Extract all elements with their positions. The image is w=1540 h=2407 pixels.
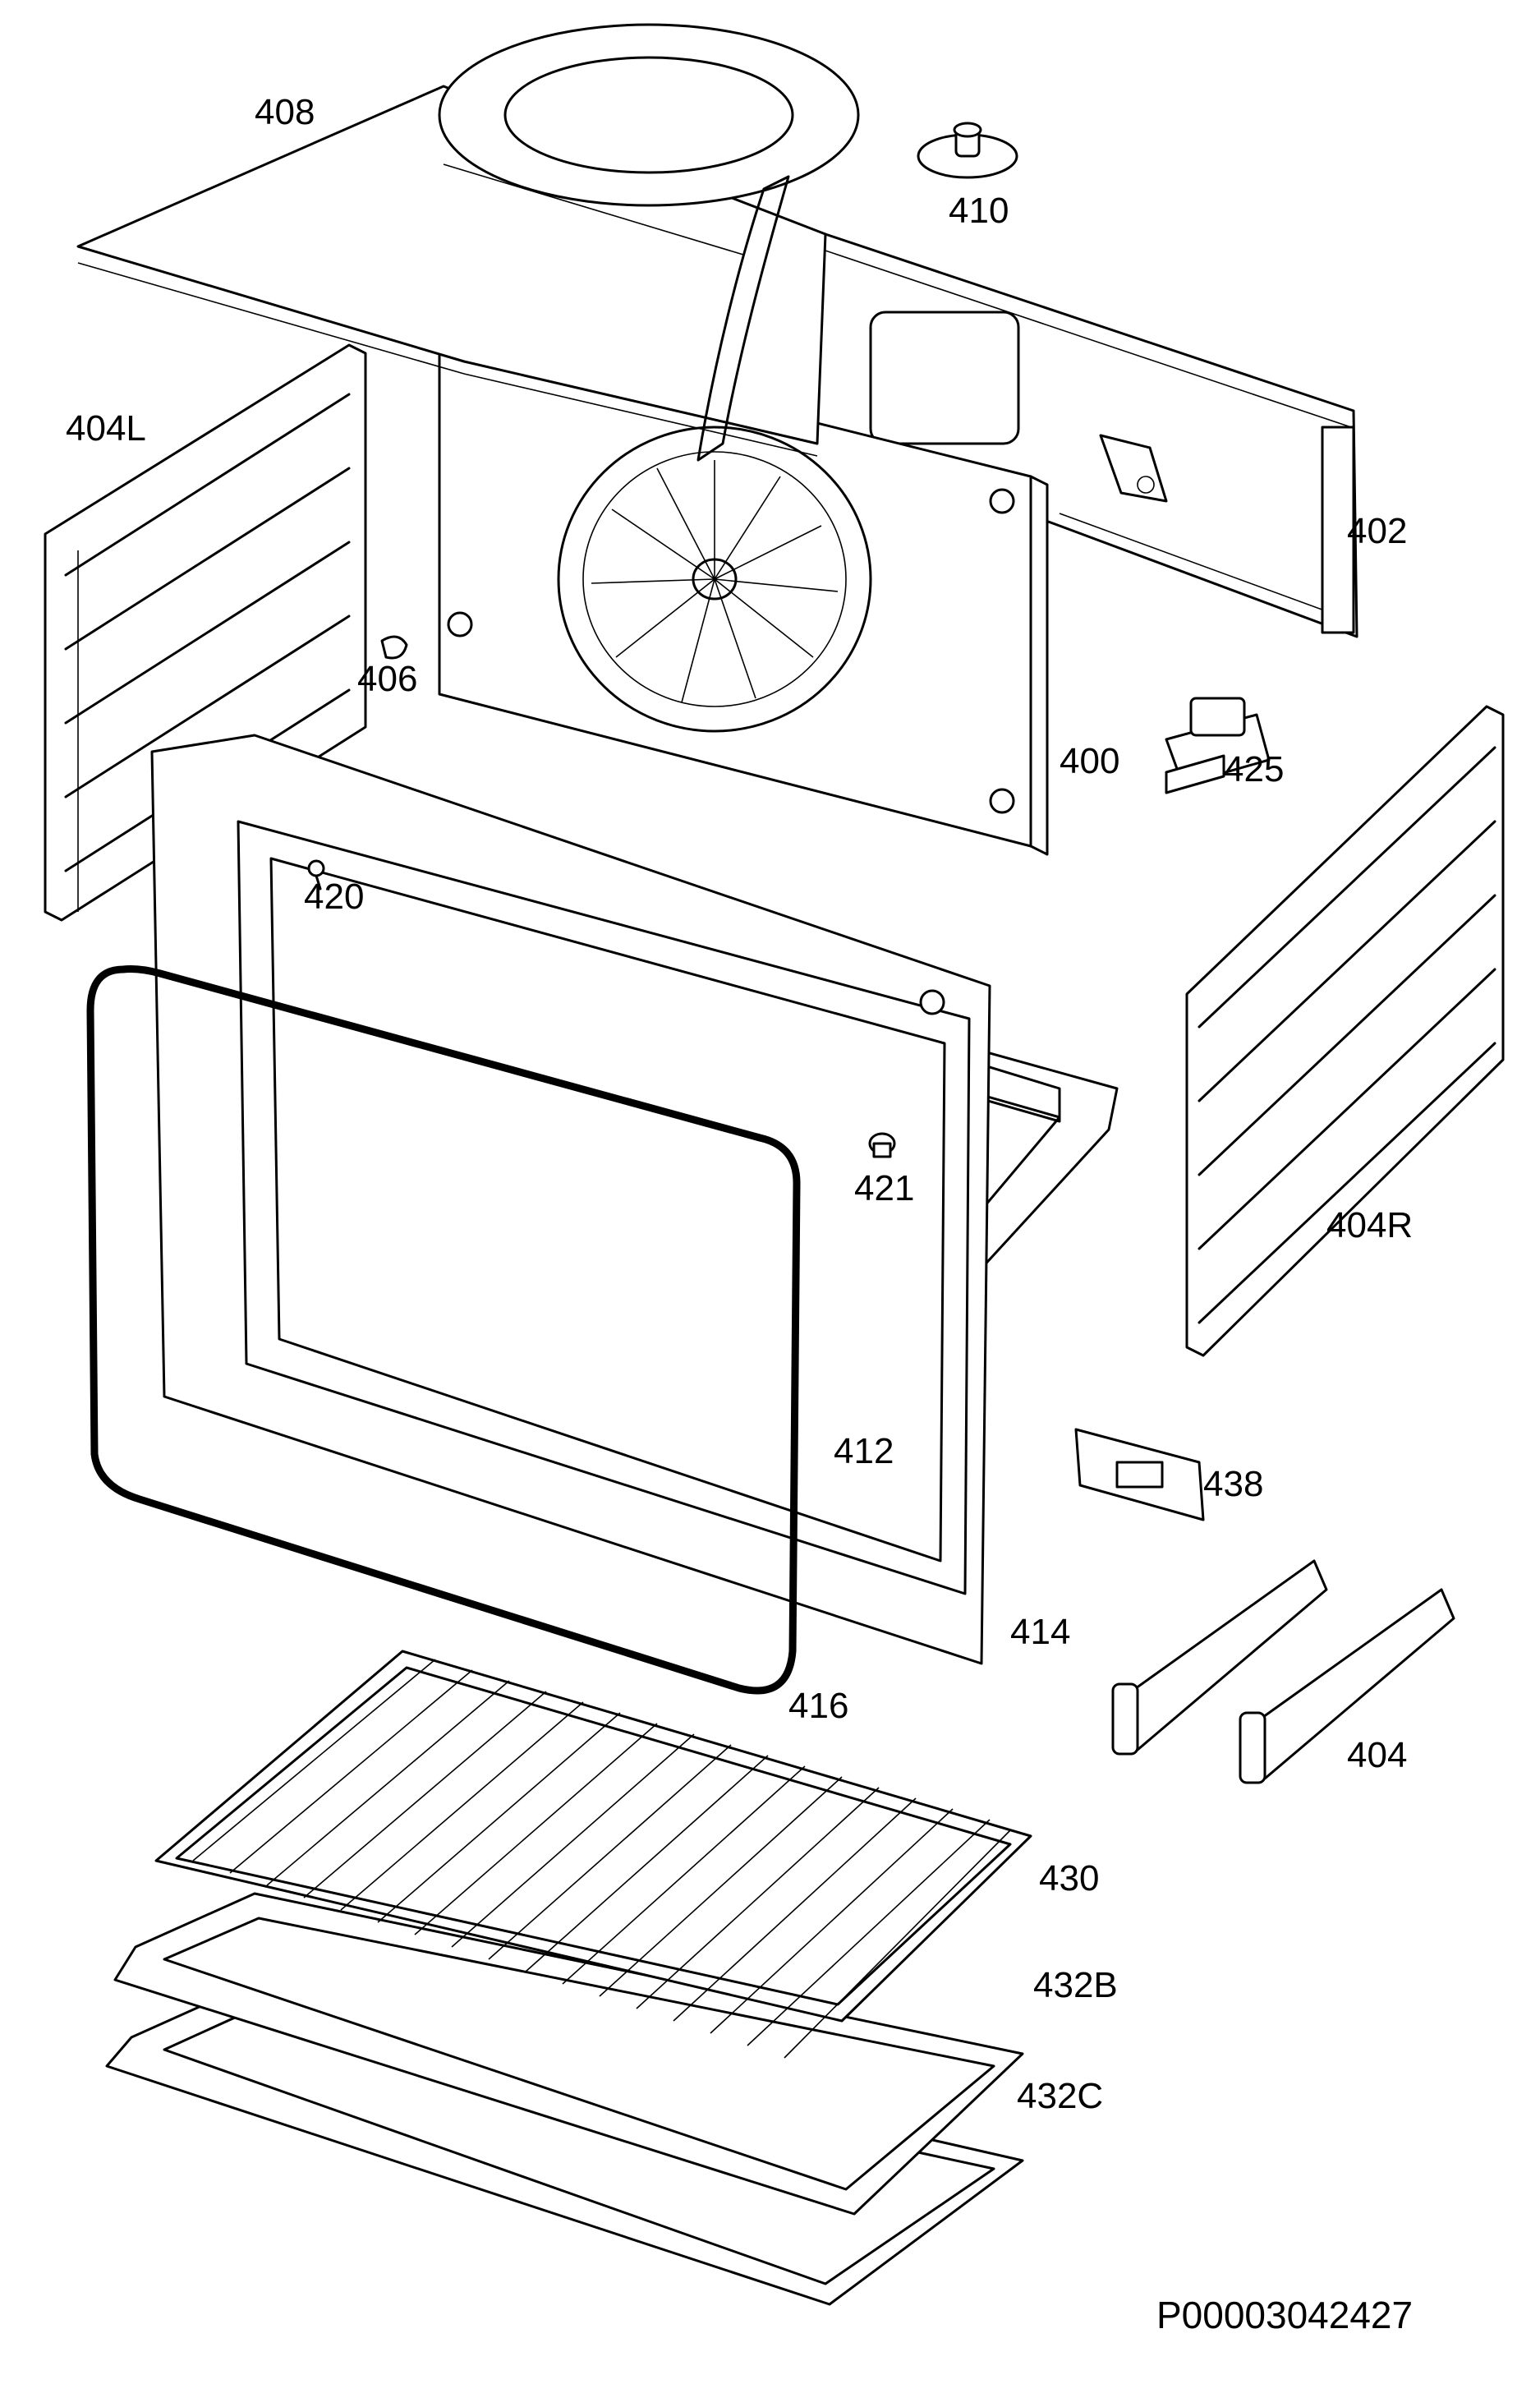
part-404-telescopic-runners (1111, 1559, 1455, 1784)
label-425: 425 (1224, 749, 1285, 789)
label-430: 430 (1039, 1858, 1100, 1898)
part-430-wire-shelf (154, 1650, 1032, 2059)
document-id: P00003042427 (1156, 2294, 1414, 2336)
part-402-back-panel (811, 228, 1358, 638)
label-404R: 404R (1326, 1205, 1414, 1245)
shelf-wires (192, 1659, 1011, 2059)
label-432C: 432C (1017, 2076, 1104, 2116)
label-438: 438 (1203, 1464, 1264, 1504)
label-406: 406 (357, 659, 418, 699)
part-421-lamp-holder (868, 1132, 896, 1158)
part-400-rear-wall (438, 327, 1049, 856)
fan-cover-slots (591, 460, 839, 703)
part-438-bracket (1074, 1428, 1205, 1521)
label-410: 410 (949, 191, 1009, 231)
label-432B: 432B (1033, 1965, 1118, 2005)
label-400: 400 (1060, 741, 1120, 781)
label-416: 416 (788, 1686, 849, 1726)
label-404L: 404L (66, 408, 146, 449)
part-410-motor-mount (917, 122, 1018, 179)
part-416-door-seal (86, 965, 801, 1695)
label-402: 402 (1347, 511, 1408, 551)
part-404R-right-shelf-support (1185, 705, 1505, 1357)
part-414-front-frame (150, 734, 991, 1665)
label-414: 414 (1010, 1612, 1071, 1652)
part-432B-tray (113, 1892, 1024, 2216)
part-425-door-catch (1165, 697, 1271, 794)
label-421: 421 (854, 1168, 915, 1208)
label-412: 412 (834, 1431, 894, 1471)
label-408: 408 (255, 92, 315, 132)
part-420-screw (307, 859, 325, 891)
label-420: 420 (304, 877, 365, 917)
part-408-top-cover (76, 23, 860, 462)
label-404: 404 (1347, 1735, 1408, 1775)
part-406-clip (380, 635, 408, 660)
